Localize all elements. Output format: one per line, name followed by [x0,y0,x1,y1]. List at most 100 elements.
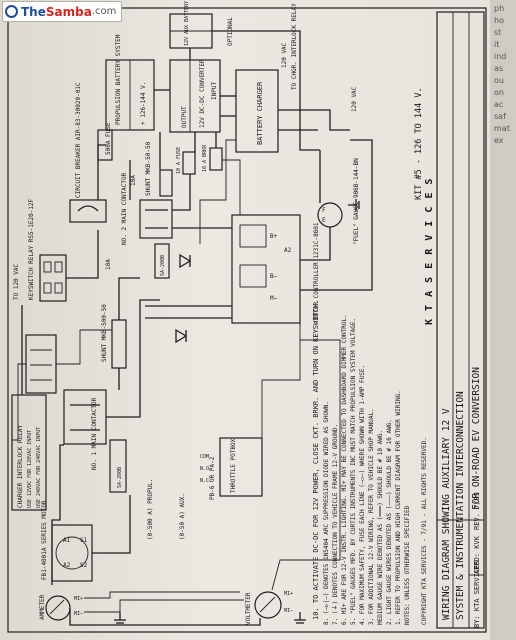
main-contactor-1: NO. 1 MAIN CONTACTOR SA-200B [63,389,127,493]
svg-text:CHARGER INTERLOCK RELAY: CHARGER INTERLOCK RELAY [17,425,24,508]
svg-text:TO CHGR. INTERLOCK RELAY: TO CHGR. INTERLOCK RELAY [291,3,298,90]
svg-text:MI+: MI+ [74,596,83,602]
diode-icon [175,253,192,344]
svg-text:N.O.: N.O. [200,466,212,472]
svg-text:12V AUX BATTERY: 12V AUX BATTERY [184,1,190,46]
svg-text:BATTERY CHARGER: BATTERY CHARGER [256,81,264,145]
svg-text:AMMETER: AMMETER [39,594,46,620]
svg-text:MI−: MI− [284,608,293,614]
note-2: 2. LIGHT GAUGE WIRES DENOTED AS (———) SH… [386,419,393,625]
svg-text:NO. 2 MAIN CONTACTOR: NO. 2 MAIN CONTACTOR [121,172,128,245]
notes-block: 10. TO ACTIVATE DC-DC FOR 12V POWER, CLO… [312,300,428,625]
kit-label: KIT #5 - 126 TO 144 V. [414,87,424,200]
title-line3: FOR ON-ROAD EV CONVERSION [471,367,482,510]
svg-text:SA-200B: SA-200B [117,467,123,488]
note-3: 3. FOR ADDITIONAL 12-V WIRING, REFER TO … [368,408,375,625]
battery-charger: BATTERY CHARGER [235,69,279,153]
svg-text:A2: A2 [284,247,292,254]
note-10: 10. TO ACTIVATE DC-DC FOR 12V POWER, CLO… [312,300,320,620]
circuit-breaker: CIRCUIT BREAKER AIR-83-30020-01C [69,82,107,223]
svg-text:PB-6 OR PA-2: PB-6 OR PA-2 [209,456,216,500]
motor-controller: B+ B− M− A2 MOTOR CONTROLLER 1231C-8601 [231,214,320,324]
title-by: BY: KTA SERVICES [473,561,481,628]
kta-heading: K T A S E R V I C E S [424,178,435,325]
svg-text:NO. 1 MAIN CONTACTOR: NO. 1 MAIN CONTACTOR [91,397,98,470]
svg-text:KEYSWITCH RELAY RS5-1E20-12F: KEYSWITCH RELAY RS5-1E20-12F [28,198,35,300]
title-block: WIRING DIAGRAM SHOWING AUXILIARY 12 V SY… [414,11,485,629]
title-rev: REV. 7/93 [473,492,481,530]
svg-text:B−: B− [270,273,278,280]
note-2b: MEDIUM GAUGE WIRE DENOTED AS (━━━) SHOUL… [377,430,384,625]
svg-text:TO 120 VAC: TO 120 VAC [13,263,20,300]
cable-labels: (0-500 A) PROPUL. (0-50 A) AUX. [147,479,186,540]
title-line2: SYSTEM & INSTRUMENTATION INTERCONNECTION [455,391,466,620]
ammeter: AMMETER MI+ MI− [39,594,83,621]
series-motor: A1 A2 S1 S2 FB1-4001A SERIES MOTOR [41,500,93,582]
fuse-500a: 500A FUSE [97,122,113,161]
svg-text:120 VAC: 120 VAC [351,86,358,112]
note-1: 1. REFER TO PROPULSION AND HIGH CURRENT … [395,390,402,625]
svg-text:COM: COM [200,454,209,460]
svg-text:PROPULSION BATTERY SYSTEM: PROPULSION BATTERY SYSTEM [115,34,122,125]
voltmeter: VOLTMETER MI+ MI− [245,591,293,625]
to-120vac-left: TO 120 VAC [13,263,23,395]
note-6: 6. MI+ ARE FOR 12-V INSTR. LIGHTING. MI+… [341,314,348,625]
svg-text:MI−: MI− [74,611,83,617]
svg-text:S1: S1 [80,537,88,544]
svg-text:THROTTLE POTBOX: THROTTLE POTBOX [230,438,237,493]
adjacent-page-edge: ph ho st it ind as ou on ac saf mat ex [490,0,516,640]
note-8: 8. (—▷|—) DENOTES 1N5404 ARC SUPPRESSION… [323,401,330,625]
shunt-1: SHUNT MKB-500-50 [101,304,127,369]
svg-text:USE 240VAC FOR 240VAC INPUT: USE 240VAC FOR 240VAC INPUT [36,427,42,508]
svg-text:OUTPUT: OUTPUT [181,106,188,128]
svg-text:10 A FUSE: 10 A FUSE [176,147,182,174]
main-contactor-2: NO. 2 MAIN CONTACTOR SA-200B [121,172,173,279]
svg-text:10A: 10A [130,175,137,186]
note-4: 4. FOR MAXIMUM SAFETY, FUSE EACH LINE (—… [359,365,366,625]
svg-text:SHUNT MKB-500-50: SHUNT MKB-500-50 [101,304,108,362]
shunt-2: SHUNT MKB-50-50 [145,141,173,197]
svg-text:B+: B+ [270,233,278,240]
svg-text:CIRCUIT BREAKER AIR-83-30020-0: CIRCUIT BREAKER AIR-83-30020-01C [75,82,82,198]
svg-text:USE 12VDC FOR 120VAC INPUT: USE 12VDC FOR 120VAC INPUT [27,430,33,508]
svg-text:VOLTMETER: VOLTMETER [245,592,252,625]
dc-dc-converter: OUTPUT 12V DC-DC CONVERTER INPUT [169,59,221,133]
svg-text:12V DC-DC CONVERTER: 12V DC-DC CONVERTER [199,59,206,128]
svg-text:A1: A1 [63,537,71,544]
svg-text:10A: 10A [105,259,112,270]
svg-text:10 A BRKR: 10 A BRKR [202,144,208,172]
title-line1: WIRING DIAGRAM SHOWING AUXILIARY 12 V [441,408,452,620]
wire-network [12,30,373,626]
svg-text:+ 126-144 V.: + 126-144 V. [140,82,147,125]
svg-text:E: E [322,217,326,224]
note-5: 5. "FUEL" GAUGES MFD. BY CURTIS INSTRUME… [350,318,357,625]
svg-text:500A FUSE: 500A FUSE [105,122,112,155]
svg-text:(0-500 A) PROPUL.: (0-500 A) PROPUL. [147,479,154,540]
svg-text:INPUT: INPUT [211,82,218,100]
svg-text:A2: A2 [63,562,71,569]
svg-text:MOTOR CONTROLLER 1231C-8601: MOTOR CONTROLLER 1231C-8601 [313,222,320,320]
svg-text:N.C.: N.C. [200,478,212,484]
svg-text:F: F [322,207,326,214]
notes-header: NOTES: UNLESS OTHERWISE SPECIFIED [404,505,411,625]
svg-text:MI+: MI+ [284,591,293,597]
fuel-gauge: F E "FUEL" GAUGE 906B-144-BN [317,158,360,245]
vw-logo-icon [5,5,18,18]
throttle-potbox: THROTTLE POTBOX PB-6 OR PA-2 COM N.O. N.… [200,437,263,500]
svg-text:SHUNT MKB-50-50: SHUNT MKB-50-50 [145,141,152,196]
title-appd: APPD: KVK [473,535,481,574]
svg-text:(0-50 A) AUX.: (0-50 A) AUX. [179,493,186,540]
drawing-border [7,7,487,633]
svg-text:120 VAC: 120 VAC [281,42,288,68]
svg-text:S2: S2 [80,562,88,569]
svg-text:FB1-4001A SERIES MOTOR: FB1-4001A SERIES MOTOR [41,500,48,580]
charger-interlock-relay: CHARGER INTERLOCK RELAY USE 12VDC FOR 12… [11,394,47,511]
svg-text:SA-200B: SA-200B [160,255,166,276]
svg-text:M−: M− [270,295,278,302]
to-charger-interlock: TO CHGR. INTERLOCK RELAY 120 VAC 120 VAC [281,3,358,112]
ground-icon [114,199,360,624]
propulsion-battery: PROPULSION BATTERY SYSTEM + 126-144 V. [105,34,155,131]
